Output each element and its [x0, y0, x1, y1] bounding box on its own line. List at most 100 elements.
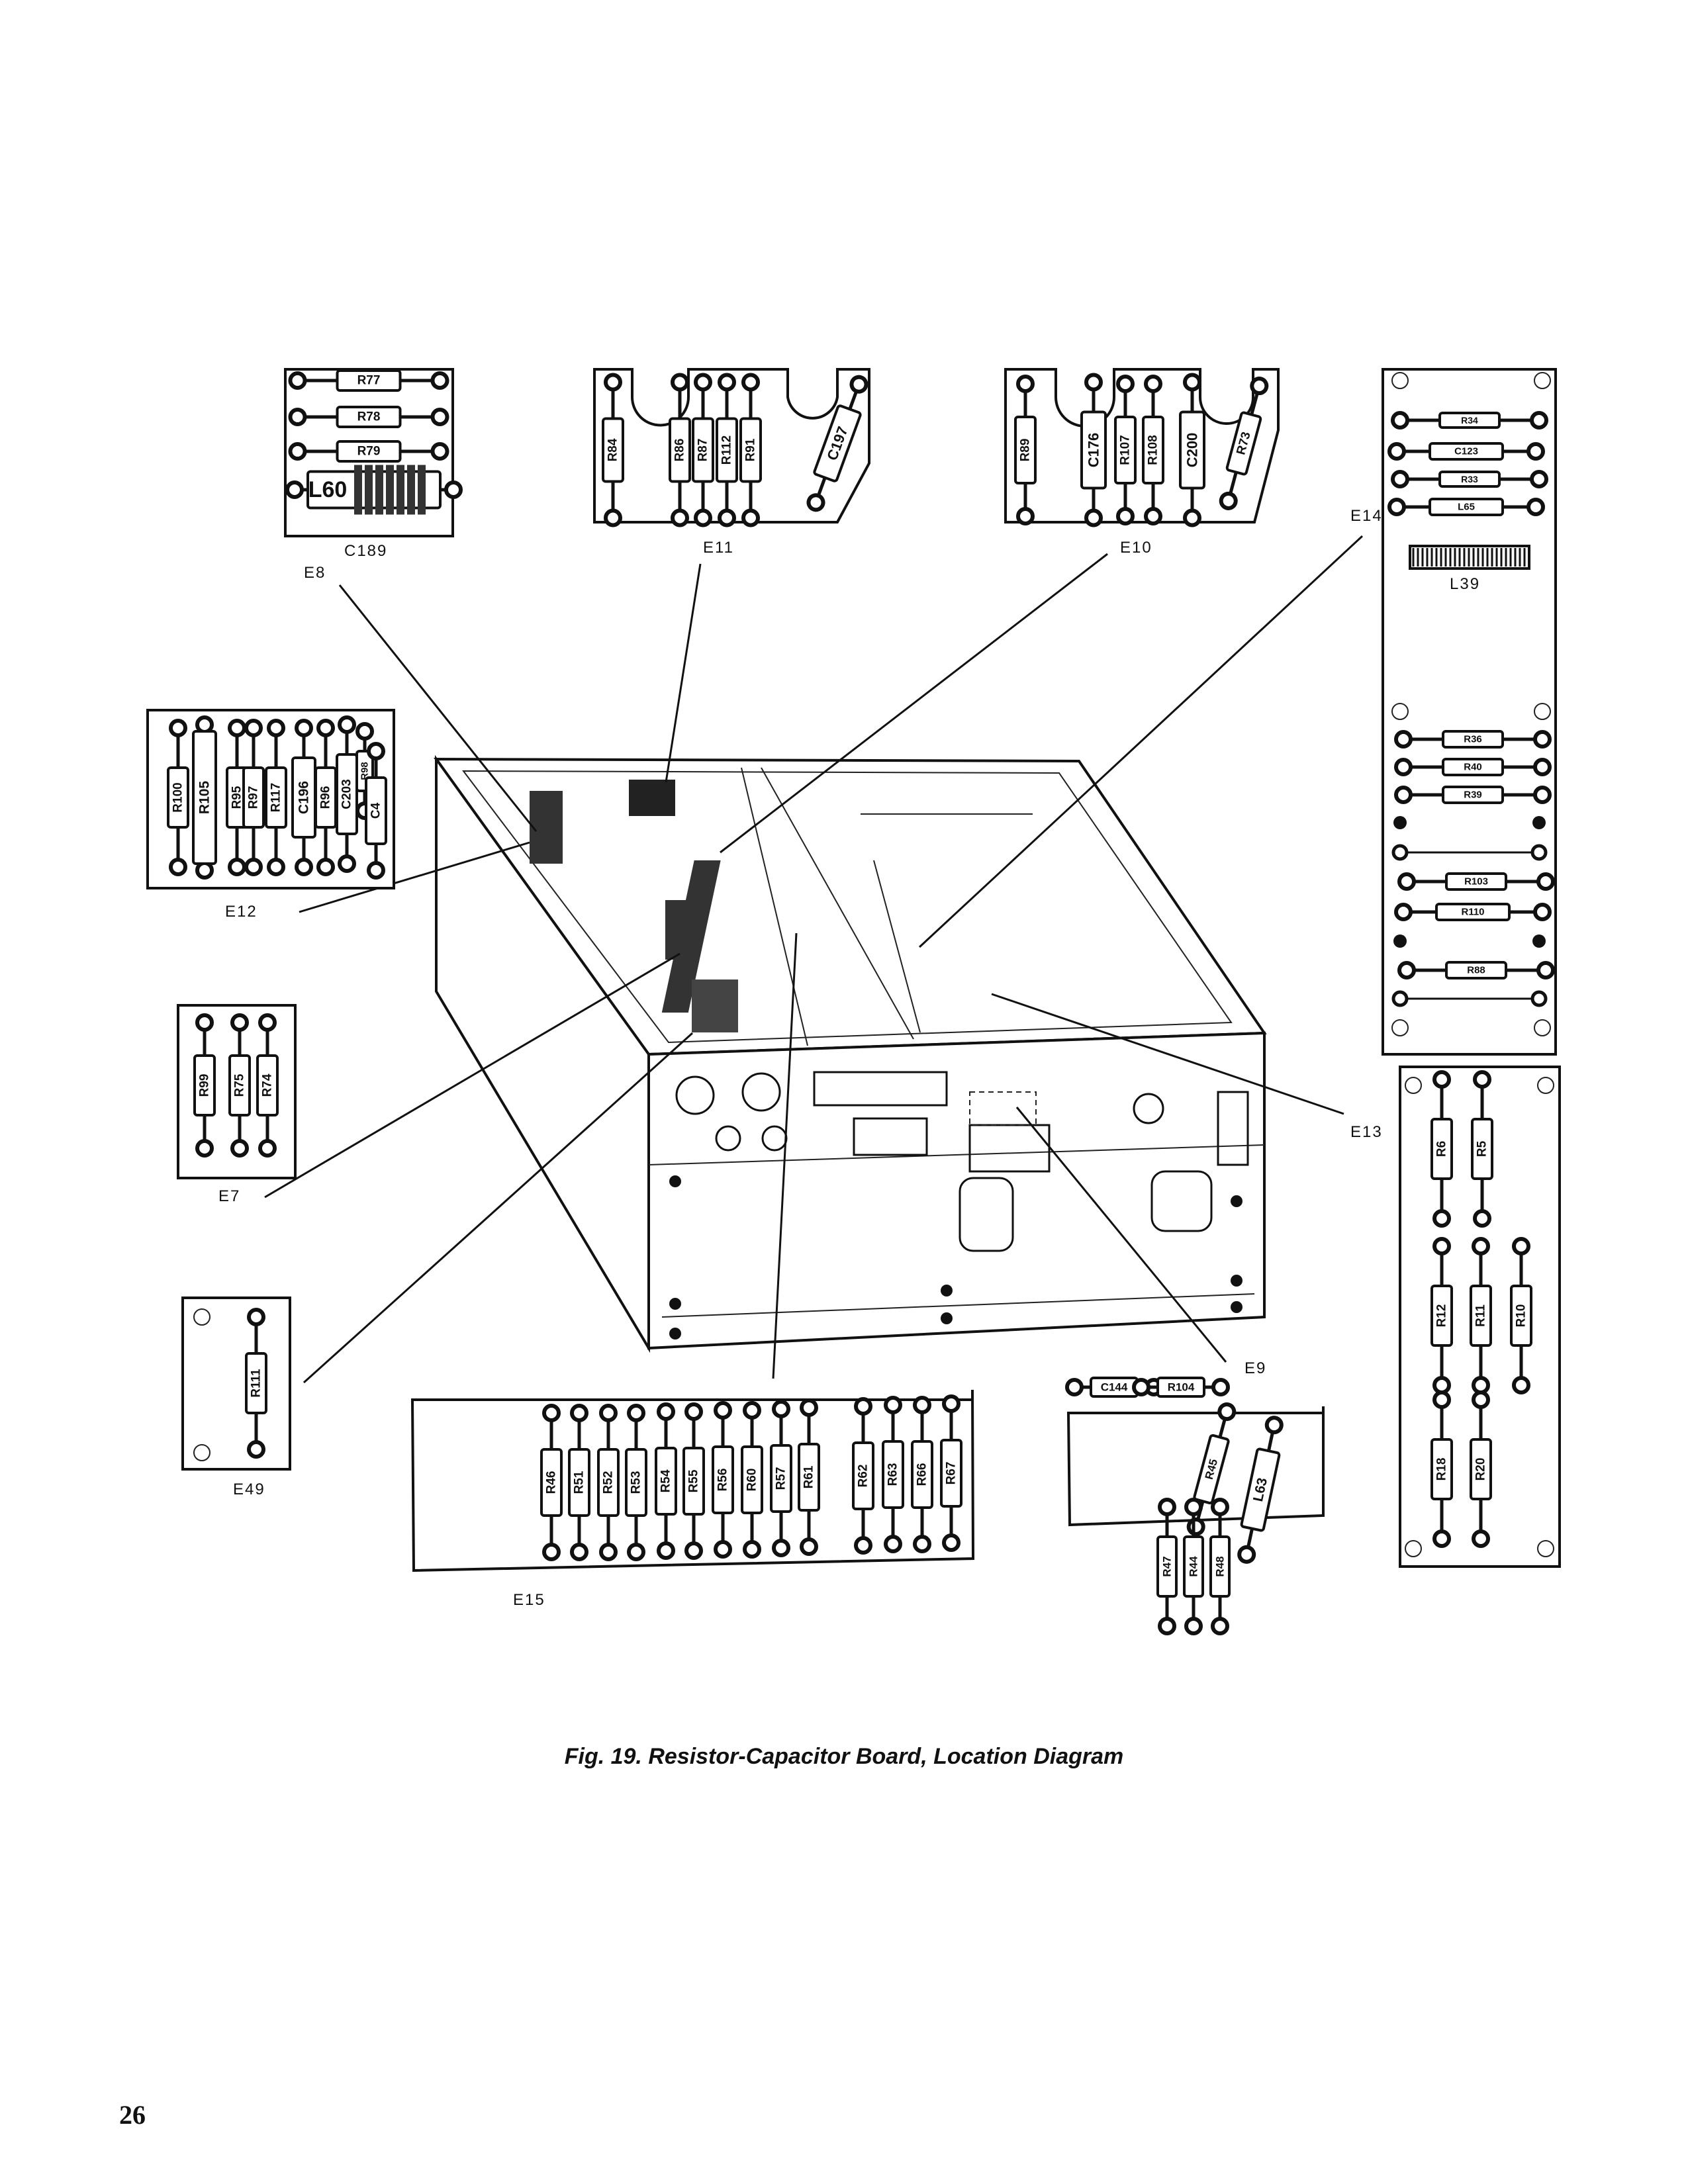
solder-pad-icon [258, 1013, 277, 1032]
board-label: E10 [1120, 539, 1152, 557]
component-r100: R100 [167, 719, 189, 876]
component-r55: R55 [682, 1402, 705, 1560]
component-body [1445, 872, 1507, 891]
solder-pad-icon [627, 1404, 645, 1422]
component-label: R60 [745, 1469, 759, 1492]
component-r60: R60 [741, 1401, 763, 1559]
solder-pad-icon [913, 1535, 931, 1553]
component-body [1438, 471, 1501, 488]
board-label: E14 [1350, 507, 1383, 525]
solder-pad-icon [285, 480, 304, 499]
component-r97: R97 [242, 719, 265, 876]
chassis-board-e7 [692, 979, 738, 1032]
component-label: R61 [802, 1465, 816, 1488]
component-r108: R108 [1142, 375, 1164, 525]
solder-pad-icon [1391, 411, 1409, 430]
component-r39: R39 [1394, 786, 1552, 804]
solder-pad-icon [772, 1400, 790, 1418]
component-label: R95 [230, 786, 244, 809]
component-label: R108 [1147, 435, 1160, 465]
component-label: C176 [1086, 433, 1102, 468]
solder-pad-icon [1432, 1209, 1451, 1228]
solder-pad-icon [1394, 758, 1413, 776]
solder-pad-icon [247, 1440, 265, 1459]
component-body [1430, 1438, 1453, 1500]
solder-pad-icon [542, 1404, 561, 1422]
component-r111: R111 [245, 1308, 267, 1459]
solder-pad-icon [1397, 961, 1416, 979]
board-label: E7 [218, 1187, 240, 1205]
callout-label: L39 [1450, 575, 1480, 593]
solder-pad-icon [694, 508, 712, 527]
component-label: R107 [1119, 435, 1133, 465]
component-r77: R77 [288, 369, 449, 392]
solder-pad-icon [316, 719, 335, 737]
solder-pad-icon [1116, 507, 1135, 525]
chassis-board-e11 [629, 780, 675, 816]
component-label: R74 [261, 1073, 275, 1097]
component-label: R86 [673, 439, 687, 462]
component-r47: R47 [1156, 1498, 1178, 1635]
component-body [336, 753, 358, 835]
solder-pad-icon [1533, 903, 1552, 921]
solder-pad-icon [1536, 961, 1555, 979]
component-r67: R67 [940, 1394, 962, 1552]
chassis-front-panel [647, 1031, 1266, 1350]
solder-pad-icon [604, 508, 622, 527]
component-r78: R78 [288, 406, 449, 428]
component-body [1445, 961, 1507, 979]
solder-pad-icon [854, 1536, 872, 1555]
solder-pad-icon [570, 1404, 588, 1422]
component-body [682, 1447, 705, 1516]
solder-pad-icon [1183, 373, 1201, 392]
component-body [336, 440, 402, 463]
component-label: R67 [945, 1462, 959, 1485]
solder-pad-icon [430, 408, 449, 426]
component-body [167, 766, 189, 829]
component-r86: R86 [669, 373, 691, 527]
component-r95: R95 [226, 719, 248, 876]
solder-pad-icon [1391, 844, 1409, 861]
component-r107: R107 [1114, 375, 1137, 525]
component-c196: C196 [291, 719, 316, 876]
component-body [882, 1440, 904, 1509]
component-r89: R89 [1014, 375, 1037, 525]
solder-pad-icon [604, 373, 622, 392]
solder-pad-icon [694, 373, 712, 392]
component-body [625, 1448, 647, 1517]
component-r33: R33 [1391, 470, 1548, 488]
component-body [770, 1444, 792, 1513]
mounting-hole-icon [1405, 1540, 1422, 1557]
component-body [1225, 411, 1262, 476]
solder-pad-icon [267, 858, 285, 876]
component-body [1179, 410, 1205, 490]
solder-pad-icon [444, 480, 463, 499]
board-label: E8 [304, 564, 326, 582]
component-label: R97 [247, 786, 261, 809]
solder-pad-icon [1512, 1376, 1530, 1394]
component-label: L60 [308, 477, 348, 502]
board-label: E11 [703, 539, 734, 557]
component-body [568, 1448, 590, 1517]
component-label: R52 [602, 1471, 616, 1494]
component-r56: R56 [712, 1401, 734, 1559]
solder-pad-icon [1186, 1517, 1205, 1536]
mounting-hole-icon [1405, 1077, 1422, 1094]
component-body [365, 776, 387, 845]
solder-pad-icon [1472, 1376, 1490, 1394]
solder-pad-icon [599, 1543, 618, 1561]
component-body [741, 1445, 763, 1514]
solder-pad-icon [267, 719, 285, 737]
component-body [1014, 416, 1037, 484]
board-label: E13 [1350, 1123, 1383, 1141]
figure-caption: Fig. 19. Resistor-Capacitor Board, Locat… [564, 1744, 1124, 1769]
solder-pad-icon [244, 858, 263, 876]
solder-pad-icon [800, 1398, 818, 1417]
component-body [245, 1352, 267, 1414]
solder-pad-icon [913, 1396, 931, 1414]
